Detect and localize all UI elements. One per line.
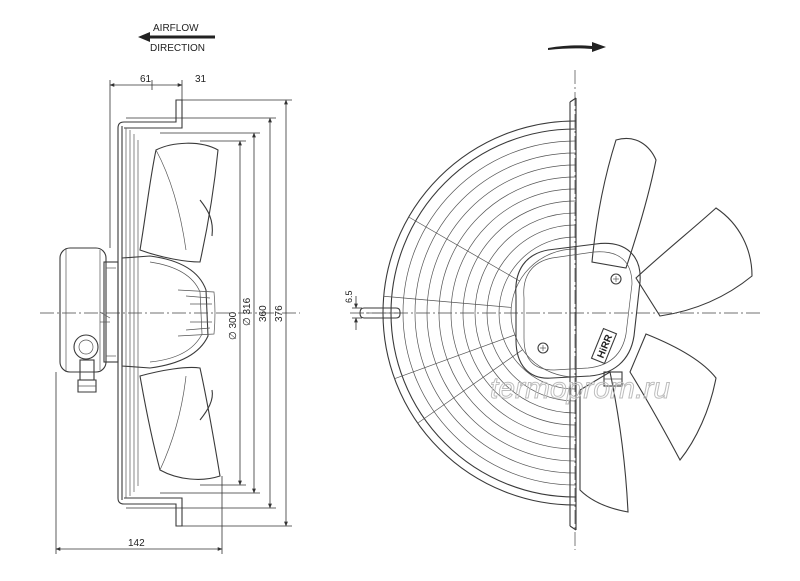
label-plate: HiRR xyxy=(590,327,618,365)
dimensions-side: 61 31 142 ∅ 300 ∅ 316 360 xyxy=(55,74,292,554)
fan-blades-front xyxy=(579,138,753,513)
guard-spoke xyxy=(394,334,515,379)
guard-center-bar xyxy=(569,97,577,531)
screw-icon xyxy=(610,273,622,285)
guard-ring xyxy=(426,164,576,462)
guard-spoke xyxy=(408,216,520,282)
dim-360: 360 xyxy=(258,305,269,322)
guard-spoke xyxy=(417,349,523,424)
rotor-hub-side xyxy=(121,255,216,369)
guard-ring xyxy=(498,236,576,390)
dim-376: 376 xyxy=(274,305,285,322)
dim-316: ∅ 316 xyxy=(242,297,253,326)
left-arrow-icon xyxy=(138,32,215,42)
guard-ring xyxy=(438,176,576,450)
mounting-tab: 6.5 xyxy=(344,290,401,330)
guard-ring xyxy=(462,200,576,426)
airflow-direction-label: AIRFLOW DIRECTION xyxy=(138,23,215,54)
screw-icon xyxy=(537,342,549,354)
guard-ring xyxy=(414,152,576,474)
dim-6-5: 6.5 xyxy=(344,290,354,303)
right-arrow-icon xyxy=(548,42,606,52)
guard-ring xyxy=(450,188,576,438)
front-view: 6.5 xyxy=(344,70,760,550)
airflow-line2: DIRECTION xyxy=(150,43,205,54)
motor-housing-side xyxy=(59,247,119,393)
cable-gland xyxy=(603,371,623,387)
dim-300: ∅ 300 xyxy=(228,311,239,340)
fan-blades-side xyxy=(139,142,221,480)
guard-spoke xyxy=(383,295,512,308)
dim-61: 61 xyxy=(140,74,152,85)
guard-ring xyxy=(402,140,576,486)
dim-31: 31 xyxy=(195,74,207,85)
dim-142: 142 xyxy=(128,538,145,549)
watermark: termoprom.ru xyxy=(490,372,670,405)
guard-ring xyxy=(474,212,576,414)
motor-box-front: HiRR xyxy=(515,242,641,387)
airflow-line1: AIRFLOW xyxy=(153,23,199,34)
guard-ring xyxy=(486,224,576,402)
label-plate-text: HiRR xyxy=(596,332,616,360)
side-view: 61 31 142 ∅ 300 ∅ 316 360 xyxy=(40,74,300,554)
rotation-direction-arrow xyxy=(548,42,606,52)
